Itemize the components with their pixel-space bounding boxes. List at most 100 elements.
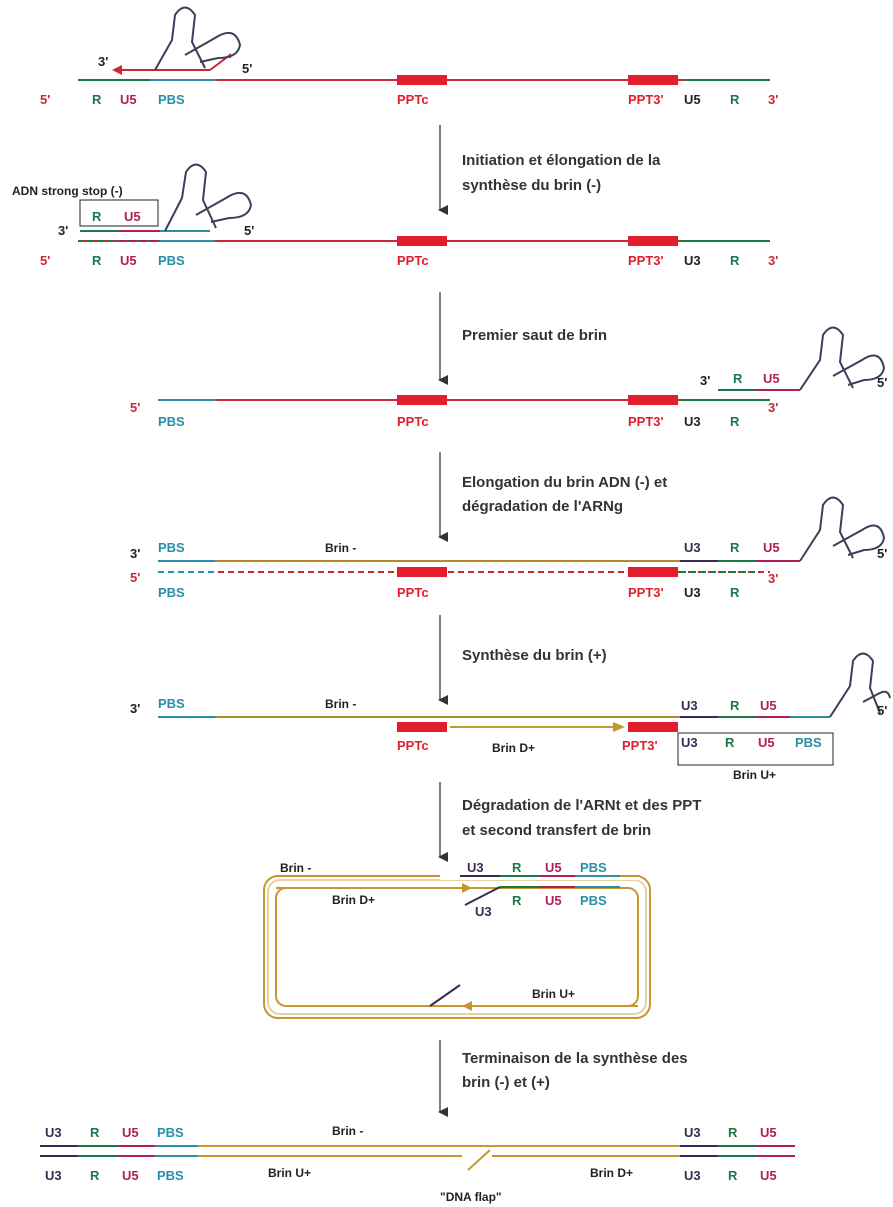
trna-cloverleaf: [154, 6, 206, 71]
strong-stop-box: [79, 199, 159, 227]
label-pbs: PBS: [158, 696, 185, 711]
trna-cloverleaf: [164, 163, 217, 232]
label-5prime: 5': [130, 400, 140, 415]
label-r: R: [728, 1168, 738, 1183]
label-u3: U3: [684, 540, 701, 555]
trna-cloverleaf: [799, 496, 854, 562]
label-brin-dplus: Brin D+: [332, 893, 375, 907]
label-3prime: 3': [768, 253, 778, 268]
label-r: R: [730, 585, 740, 600]
label-u5: U5: [760, 1125, 777, 1140]
label-r: R: [730, 540, 740, 555]
label-3prime: 3': [768, 571, 778, 586]
label-5prime: 5': [877, 546, 887, 561]
label-pbs: PBS: [158, 92, 185, 107]
label-r: R: [730, 92, 740, 107]
label-pptc: PPTc: [397, 253, 429, 268]
label-ppt3: PPT3': [628, 253, 664, 268]
label-pptc: PPTc: [397, 738, 429, 753]
label-u3: U3: [475, 904, 492, 919]
pptc-box: [397, 567, 447, 577]
label-u5: U5: [763, 540, 780, 555]
label-pbs: PBS: [580, 893, 607, 908]
label-5prime: 5': [130, 570, 140, 585]
trna-cloverleaf: [799, 326, 854, 391]
label-u3: U3: [684, 414, 701, 429]
label-r: R: [92, 209, 102, 224]
label-ppt3: PPT3': [622, 738, 658, 753]
panel-3: 3' R U5 5' 5' PBS PPTc PPT3' U3 R 3': [130, 326, 887, 429]
label-u3: U3: [45, 1168, 62, 1183]
label-brin-uplus: Brin U+: [268, 1166, 311, 1180]
ppt3-box: [628, 75, 678, 85]
label-pbs: PBS: [580, 860, 607, 875]
label-5prime: 5': [244, 223, 254, 238]
label-brin-dplus: Brin D+: [492, 741, 535, 755]
panel-2: ADN strong stop (-) R U5 3' 5' 5' R U5 P…: [12, 163, 778, 268]
label-dna-flap: "DNA flap": [440, 1190, 502, 1204]
label-pbs: PBS: [158, 414, 185, 429]
step-4-text: Synthèse du brin (+): [462, 647, 607, 664]
pptc-box: [397, 395, 447, 405]
step-5-text: Dégradation de l'ARNt et des PPT: [462, 797, 701, 814]
ppt3-box: [628, 236, 678, 246]
step-5-text: et second transfert de brin: [462, 822, 651, 839]
label-5prime: 5': [40, 253, 50, 268]
label-pptc: PPTc: [397, 92, 429, 107]
step-1-text: synthèse du brin (-): [462, 177, 601, 194]
label-u5: U5: [760, 698, 777, 713]
ppt3-box: [628, 567, 678, 577]
step-3-text: dégradation de l'ARNg: [462, 498, 623, 515]
label-3prime: 3': [130, 701, 140, 716]
ppt3-box: [628, 722, 678, 732]
pptc-box: [397, 236, 447, 246]
label-3prime: 3': [58, 223, 68, 238]
label-5prime: 5': [877, 375, 887, 390]
label-pbs: PBS: [157, 1168, 184, 1183]
panel-4: 3' PBS Brin - U3 R U5 5' 5' PBS PPTc PPT…: [130, 496, 887, 600]
ppt3-box: [628, 395, 678, 405]
label-brin-minus: Brin -: [325, 697, 356, 711]
label-3prime: 3': [700, 373, 710, 388]
label-pbs: PBS: [157, 1125, 184, 1140]
label-pptc: PPTc: [397, 585, 429, 600]
panel-1: 3' 5' 5' R U5 PBS PPTc PPT3' U5 R 3': [40, 6, 778, 107]
strong-stop-label: ADN strong stop (-): [12, 184, 123, 198]
label-5prime: 5': [877, 703, 887, 718]
label-brin-minus: Brin -: [325, 541, 356, 555]
label-3prime: 3': [98, 54, 108, 69]
label-5prime: 5': [40, 92, 50, 107]
label-pbs: PBS: [158, 253, 185, 268]
brin-uplus-box: [677, 732, 834, 766]
label-r: R: [92, 92, 102, 107]
step-3-text: Elongation du brin ADN (-) et: [462, 474, 667, 491]
label-r: R: [92, 253, 102, 268]
pptc-box: [397, 722, 447, 732]
label-u5: U5: [758, 735, 775, 750]
label-u3: U3: [684, 1168, 701, 1183]
step-6-text: Terminaison de la synthèse des: [462, 1050, 688, 1067]
label-u5: U5: [545, 893, 562, 908]
label-pbs: PBS: [158, 585, 185, 600]
label-r: R: [512, 860, 522, 875]
trna-cloverleaf: [829, 652, 881, 718]
primer-strand: [118, 53, 231, 71]
label-r: R: [730, 414, 740, 429]
label-r: R: [730, 698, 740, 713]
label-u3: U3: [681, 698, 698, 713]
label-brin-uplus: Brin U+: [532, 987, 575, 1001]
label-u3: U3: [684, 585, 701, 600]
step-2-text: Premier saut de brin: [462, 327, 607, 344]
step-1-text: Initiation et élongation de la: [462, 152, 661, 169]
label-u5: U5: [124, 209, 141, 224]
dna-flap-line: [467, 1149, 491, 1171]
label-u5: U5: [545, 860, 562, 875]
label-u5: U5: [122, 1125, 139, 1140]
label-u3: U3: [684, 1125, 701, 1140]
panel-7: U3 R U5 PBS Brin - U3 R U5 U3 R U5 PBS B…: [40, 1124, 795, 1204]
label-r: R: [733, 371, 743, 386]
label-3prime: 3': [130, 546, 140, 561]
label-u3: U3: [681, 735, 698, 750]
label-pbs: PBS: [795, 735, 822, 750]
